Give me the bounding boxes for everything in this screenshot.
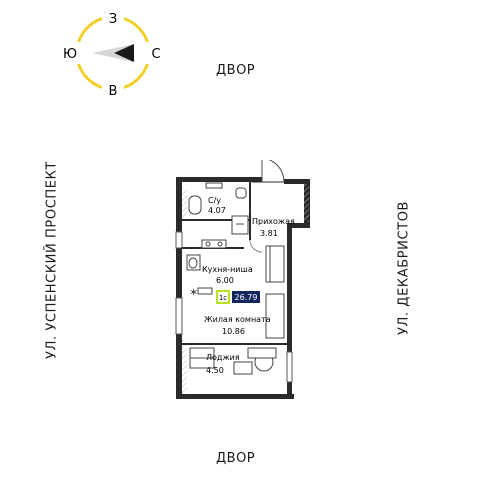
compass: З В Ю С bbox=[60, 8, 166, 102]
yard-top-label: ДВОР bbox=[216, 63, 256, 78]
electric-panel-icon: ✶ bbox=[189, 286, 198, 299]
entrance-door-icon bbox=[261, 160, 285, 183]
windows bbox=[175, 231, 293, 383]
bathroom-area: 4.07 bbox=[208, 206, 226, 215]
loggia-wall-panel bbox=[182, 340, 187, 394]
compass-north: З bbox=[109, 12, 117, 27]
street-left-label: УЛ. УСПЕНСКИЙ ПРОСПЕКТ bbox=[44, 161, 60, 359]
living-room-area: 10.86 bbox=[222, 327, 245, 336]
street-right-label: УЛ. ДЕКАБРИСТОВ bbox=[396, 200, 412, 336]
kitchen-fixtures bbox=[186, 239, 227, 271]
hallway-door-icon bbox=[249, 239, 263, 253]
loggia-name: Лоджия bbox=[206, 353, 240, 362]
bathroom-fixtures bbox=[188, 182, 249, 235]
compass-arrow-icon bbox=[92, 44, 134, 62]
kitchen-area: 6.00 bbox=[216, 276, 234, 285]
hallway-name: Прихожая bbox=[252, 217, 295, 226]
hallway-area: 3.81 bbox=[260, 229, 278, 238]
kitchen-name: Кухня-ниша bbox=[202, 265, 253, 274]
left-wall-panel bbox=[182, 188, 187, 218]
loggia-area: 4.50 bbox=[206, 366, 224, 375]
apartment-type: 1с bbox=[219, 294, 227, 302]
compass-west: Ю bbox=[63, 47, 77, 62]
bathroom-name: С/у bbox=[208, 196, 221, 205]
floor-plan: ✶ С/у 4.07 Прихожая 3.81 Кухня-ниша 6.00… bbox=[175, 160, 310, 399]
total-area: 26.79 bbox=[235, 293, 258, 302]
total-area-badge bbox=[232, 291, 260, 303]
compass-east: С bbox=[151, 47, 160, 62]
loggia-furniture bbox=[189, 347, 277, 375]
yard-bottom-label: ДВОР bbox=[216, 451, 256, 466]
right-wall-panel bbox=[304, 184, 309, 222]
compass-south: В bbox=[109, 84, 118, 99]
living-room-furniture bbox=[197, 245, 285, 339]
living-room-name: Жилая комната bbox=[204, 315, 271, 324]
